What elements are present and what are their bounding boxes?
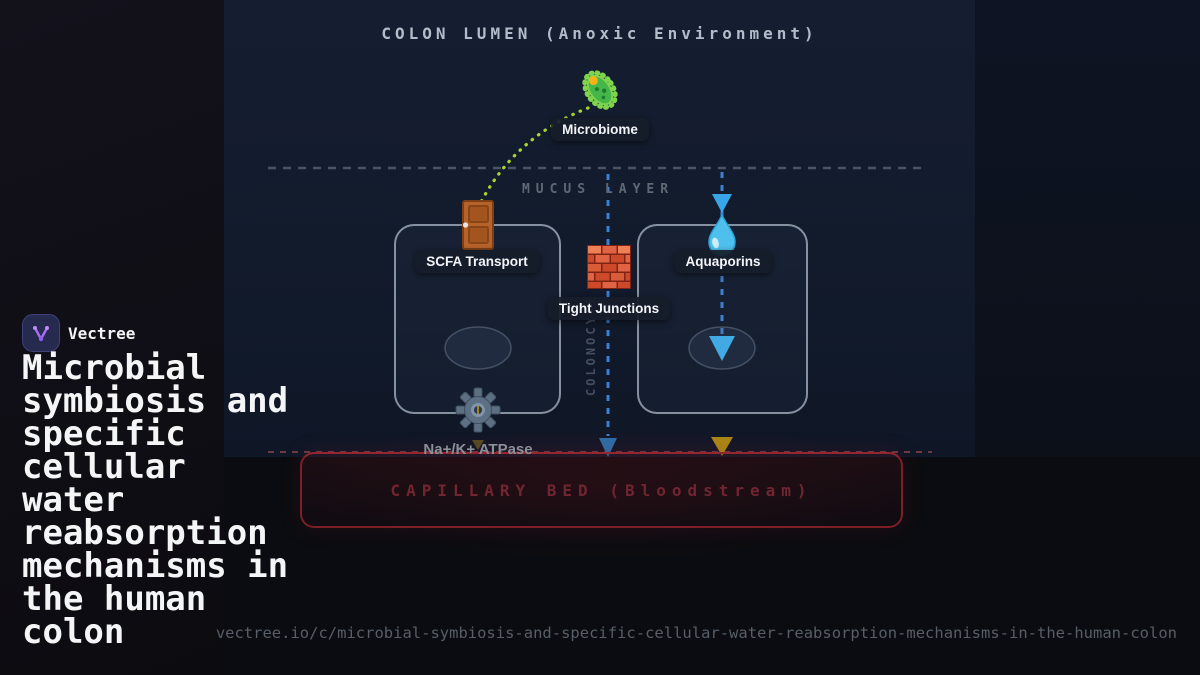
- gear-icon: [455, 387, 501, 437]
- page-url: vectree.io/c/microbial-symbiosis-and-spe…: [215, 624, 1177, 642]
- vectree-logo: [22, 314, 60, 352]
- atpase-label: Na+/K+ ATPase: [423, 441, 533, 458]
- aquaporins-label: Aquaporins: [674, 250, 772, 273]
- capillary-bed-box: CAPILLARY BED (Bloodstream): [300, 452, 903, 528]
- scfa-transport-label: SCFA Transport: [415, 250, 539, 273]
- door-icon: [455, 199, 501, 255]
- microbiome-label: Microbiome: [551, 118, 649, 141]
- brand-name: Vectree: [68, 324, 136, 343]
- vectree-logo-icon: [33, 326, 49, 342]
- lumen-heading: COLON LUMEN (Anoxic Environment): [381, 24, 818, 43]
- brick-wall-icon: [586, 244, 632, 294]
- tight-junctions-label: Tight Junctions: [547, 297, 671, 320]
- mucus-layer-label: MUCUS LAYER: [521, 182, 675, 197]
- microbe-icon: [576, 66, 624, 118]
- capillary-bed-label: CAPILLARY BED (Bloodstream): [390, 480, 813, 500]
- right-strip: [975, 0, 1200, 457]
- page-title: Microbial symbiosis and specific cellula…: [22, 348, 289, 652]
